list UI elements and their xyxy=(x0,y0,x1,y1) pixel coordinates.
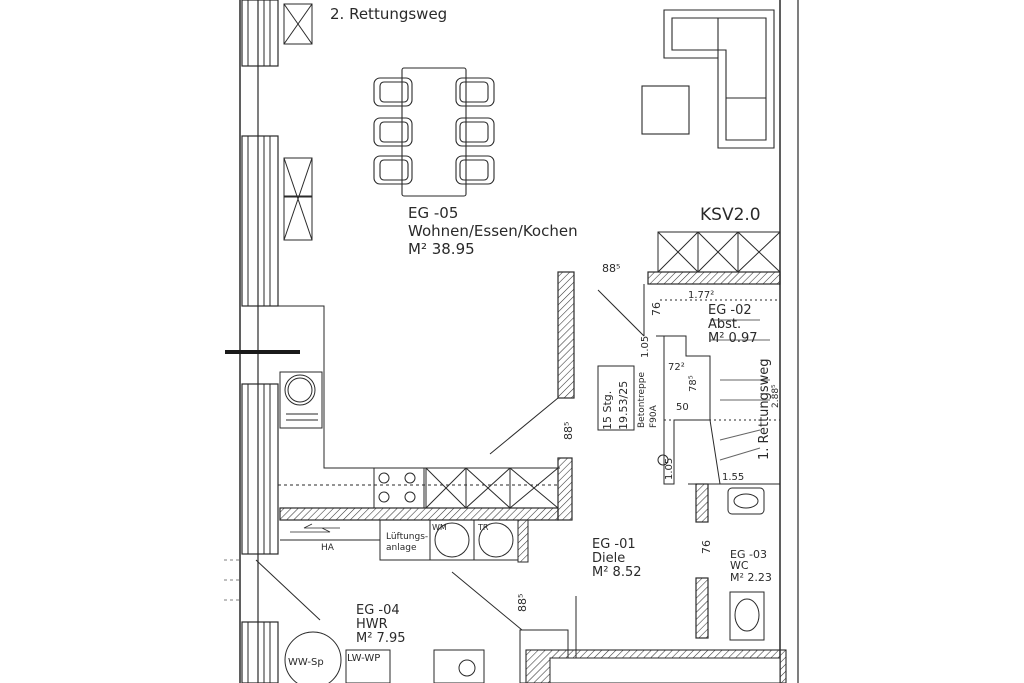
escape-route-2-label: 2. Rettungsweg xyxy=(330,5,447,23)
tr-label: TR xyxy=(477,523,489,532)
room-area-eg01: M² 8.52 xyxy=(592,565,642,580)
window-west-2 xyxy=(241,135,279,307)
stair-fire-rating: F90A xyxy=(649,404,659,428)
dim-105-a: 1.05 xyxy=(640,336,651,358)
dining-table xyxy=(373,67,495,197)
ha-label: HA xyxy=(321,543,335,553)
room-id-eg05: EG -05 xyxy=(408,204,458,222)
shaft-boxes xyxy=(657,231,781,273)
window-west-3 xyxy=(241,383,279,555)
dim-50: 50 xyxy=(676,402,689,413)
dim-76-wc: 76 xyxy=(700,540,713,554)
heat-pump-label: LW-WP xyxy=(347,653,380,664)
kitchen-sink xyxy=(279,371,323,429)
side-table xyxy=(641,85,690,135)
west-cabinets xyxy=(283,3,313,241)
dim-288: 2.88⁵ xyxy=(771,384,781,408)
window-west-1 xyxy=(241,0,279,67)
sofa xyxy=(663,9,775,149)
hatched-wall-top xyxy=(647,271,781,285)
kitchen xyxy=(278,305,560,509)
room-name-eg03: WC xyxy=(730,559,749,572)
stair-type: Betontreppe xyxy=(637,372,647,428)
stair-steps: 15 Stg. xyxy=(601,391,614,430)
dim-177: 1.77² xyxy=(688,290,714,301)
west-wall xyxy=(239,0,279,683)
ventilation-label-2: anlage xyxy=(386,543,417,553)
room-id-eg03: EG -03 xyxy=(730,548,767,561)
room-id-eg04: EG -04 xyxy=(356,603,400,618)
room-name-eg04: HWR xyxy=(356,617,388,632)
dim-722: 72² xyxy=(668,362,685,373)
room-area-eg03: M² 2.23 xyxy=(730,571,772,584)
room-area-eg02: M² 0.97 xyxy=(708,331,758,346)
door-swings xyxy=(255,284,645,660)
wc-room xyxy=(695,483,765,641)
ww-storage-label: WW-Sp xyxy=(288,657,324,668)
utility-appliances xyxy=(280,519,787,683)
dim-885-bottom: 88⁵ xyxy=(516,594,529,612)
kitchen-partition-wall xyxy=(279,457,573,521)
ventilation-label-1: Lüftungs- xyxy=(386,532,428,542)
staircase xyxy=(656,299,780,485)
stair-ratio: 19.53/25 xyxy=(617,381,630,430)
dim-785: 78⁵ xyxy=(688,375,699,392)
escape-route-1-label: 1. Rettungsweg xyxy=(757,358,772,460)
dim-105-b: 1.05 xyxy=(664,458,675,480)
wm-label: WM xyxy=(432,523,447,532)
ksv-label: KSV2.0 xyxy=(700,205,761,225)
room-id-eg01: EG -01 xyxy=(592,537,636,552)
dim-155: 1.55 xyxy=(722,472,744,483)
chairs-right xyxy=(455,77,495,185)
dim-885-top: 88⁵ xyxy=(602,262,620,275)
hatched-wall-stair xyxy=(557,271,575,399)
chairs-left xyxy=(373,77,413,185)
room-name-eg05: Wohnen/Essen/Kochen xyxy=(408,222,578,240)
room-area-eg04: M² 7.95 xyxy=(356,631,406,646)
stair-spec: 15 Stg. 19.53/25 Betontreppe F90A xyxy=(597,365,659,431)
east-wall xyxy=(779,0,799,683)
room-name-eg01: Diele xyxy=(592,551,625,566)
entrance-hatch xyxy=(224,559,240,601)
dim-885-mid: 88⁵ xyxy=(562,422,575,440)
room-id-eg02: EG -02 xyxy=(708,303,752,318)
window-west-4 xyxy=(241,621,279,683)
room-name-eg02: Abst. xyxy=(708,317,741,332)
room-area-eg05: M² 38.95 xyxy=(408,240,475,258)
dim-76-top: 76 xyxy=(650,302,663,316)
